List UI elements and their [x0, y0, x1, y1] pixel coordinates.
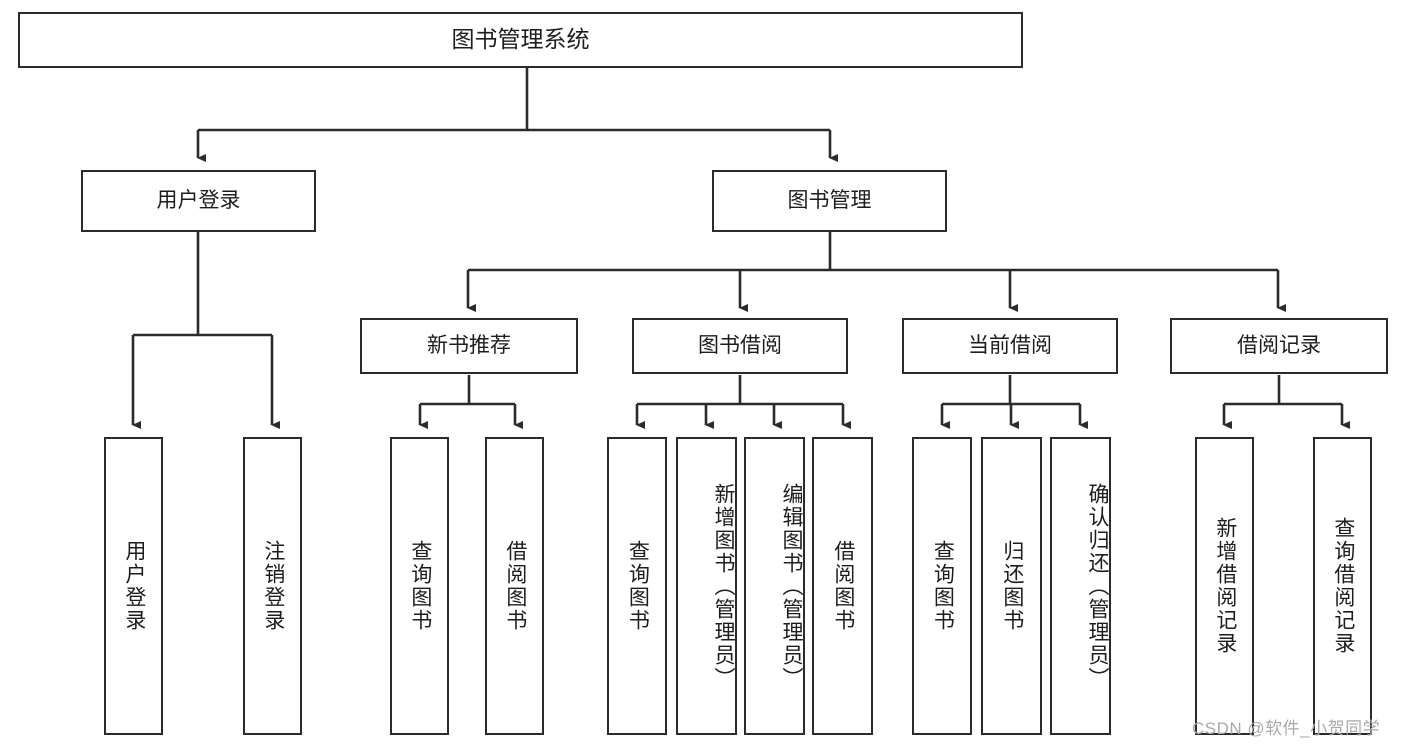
node-label: 图书借阅	[698, 333, 782, 357]
leaf-new-book-borrow[interactable]: 借阅图书	[485, 437, 544, 735]
node-new-book-recommend[interactable]: 新书推荐	[360, 318, 578, 374]
node-user-login[interactable]: 用户登录	[81, 170, 316, 232]
leaf-current-borrow-return[interactable]: 归还图书	[981, 437, 1042, 735]
leaf-borrow-record-add[interactable]: 新增借阅记录	[1195, 437, 1254, 735]
node-label: 借阅记录	[1237, 333, 1321, 357]
node-label: 新书推荐	[427, 333, 511, 357]
node-label: 当前借阅	[968, 333, 1052, 357]
node-label: 图书管理	[787, 188, 872, 212]
node-book-management[interactable]: 图书管理	[712, 170, 947, 232]
node-label: 新增借阅记录	[1213, 517, 1237, 655]
node-label: 确认归还（管理员）	[1086, 482, 1109, 690]
leaf-book-borrow-edit[interactable]: 编辑图书（管理员）	[744, 437, 805, 735]
node-label: 借阅图书	[831, 540, 855, 632]
leaf-current-borrow-query[interactable]: 查询图书	[912, 437, 972, 735]
leaf-borrow-record-query[interactable]: 查询借阅记录	[1313, 437, 1372, 735]
node-label: 归还图书	[1000, 540, 1024, 632]
node-label: 借阅图书	[503, 540, 527, 632]
node-label: 查询图书	[626, 540, 650, 632]
node-label: 查询图书	[931, 540, 955, 632]
leaf-book-borrow-lend[interactable]: 借阅图书	[812, 437, 873, 735]
node-label: 编辑图书（管理员）	[780, 482, 803, 690]
node-current-borrow[interactable]: 当前借阅	[902, 318, 1118, 374]
node-book-management-system[interactable]: 图书管理系统	[18, 12, 1023, 68]
leaf-user-login-signin[interactable]: 用户登录	[104, 437, 163, 735]
leaf-user-login-signout[interactable]: 注销登录	[243, 437, 302, 735]
leaf-current-borrow-confirm-return[interactable]: 确认归还（管理员）	[1050, 437, 1111, 735]
leaf-book-borrow-add[interactable]: 新增图书（管理员）	[676, 437, 737, 735]
node-label: 注销登录	[261, 540, 285, 632]
leaf-book-borrow-query[interactable]: 查询图书	[607, 437, 667, 735]
watermark: CSDN @软件_小贺同学	[1192, 719, 1381, 738]
node-label: 用户登录	[122, 540, 146, 632]
node-label: 新增图书（管理员）	[712, 482, 735, 690]
node-label: 查询图书	[408, 540, 432, 632]
node-book-borrow[interactable]: 图书借阅	[632, 318, 848, 374]
node-label: 用户登录	[156, 188, 241, 212]
node-borrow-records[interactable]: 借阅记录	[1170, 318, 1388, 374]
node-label: 图书管理系统	[451, 26, 590, 53]
leaf-new-book-query[interactable]: 查询图书	[390, 437, 449, 735]
node-label: 查询借阅记录	[1331, 517, 1355, 655]
